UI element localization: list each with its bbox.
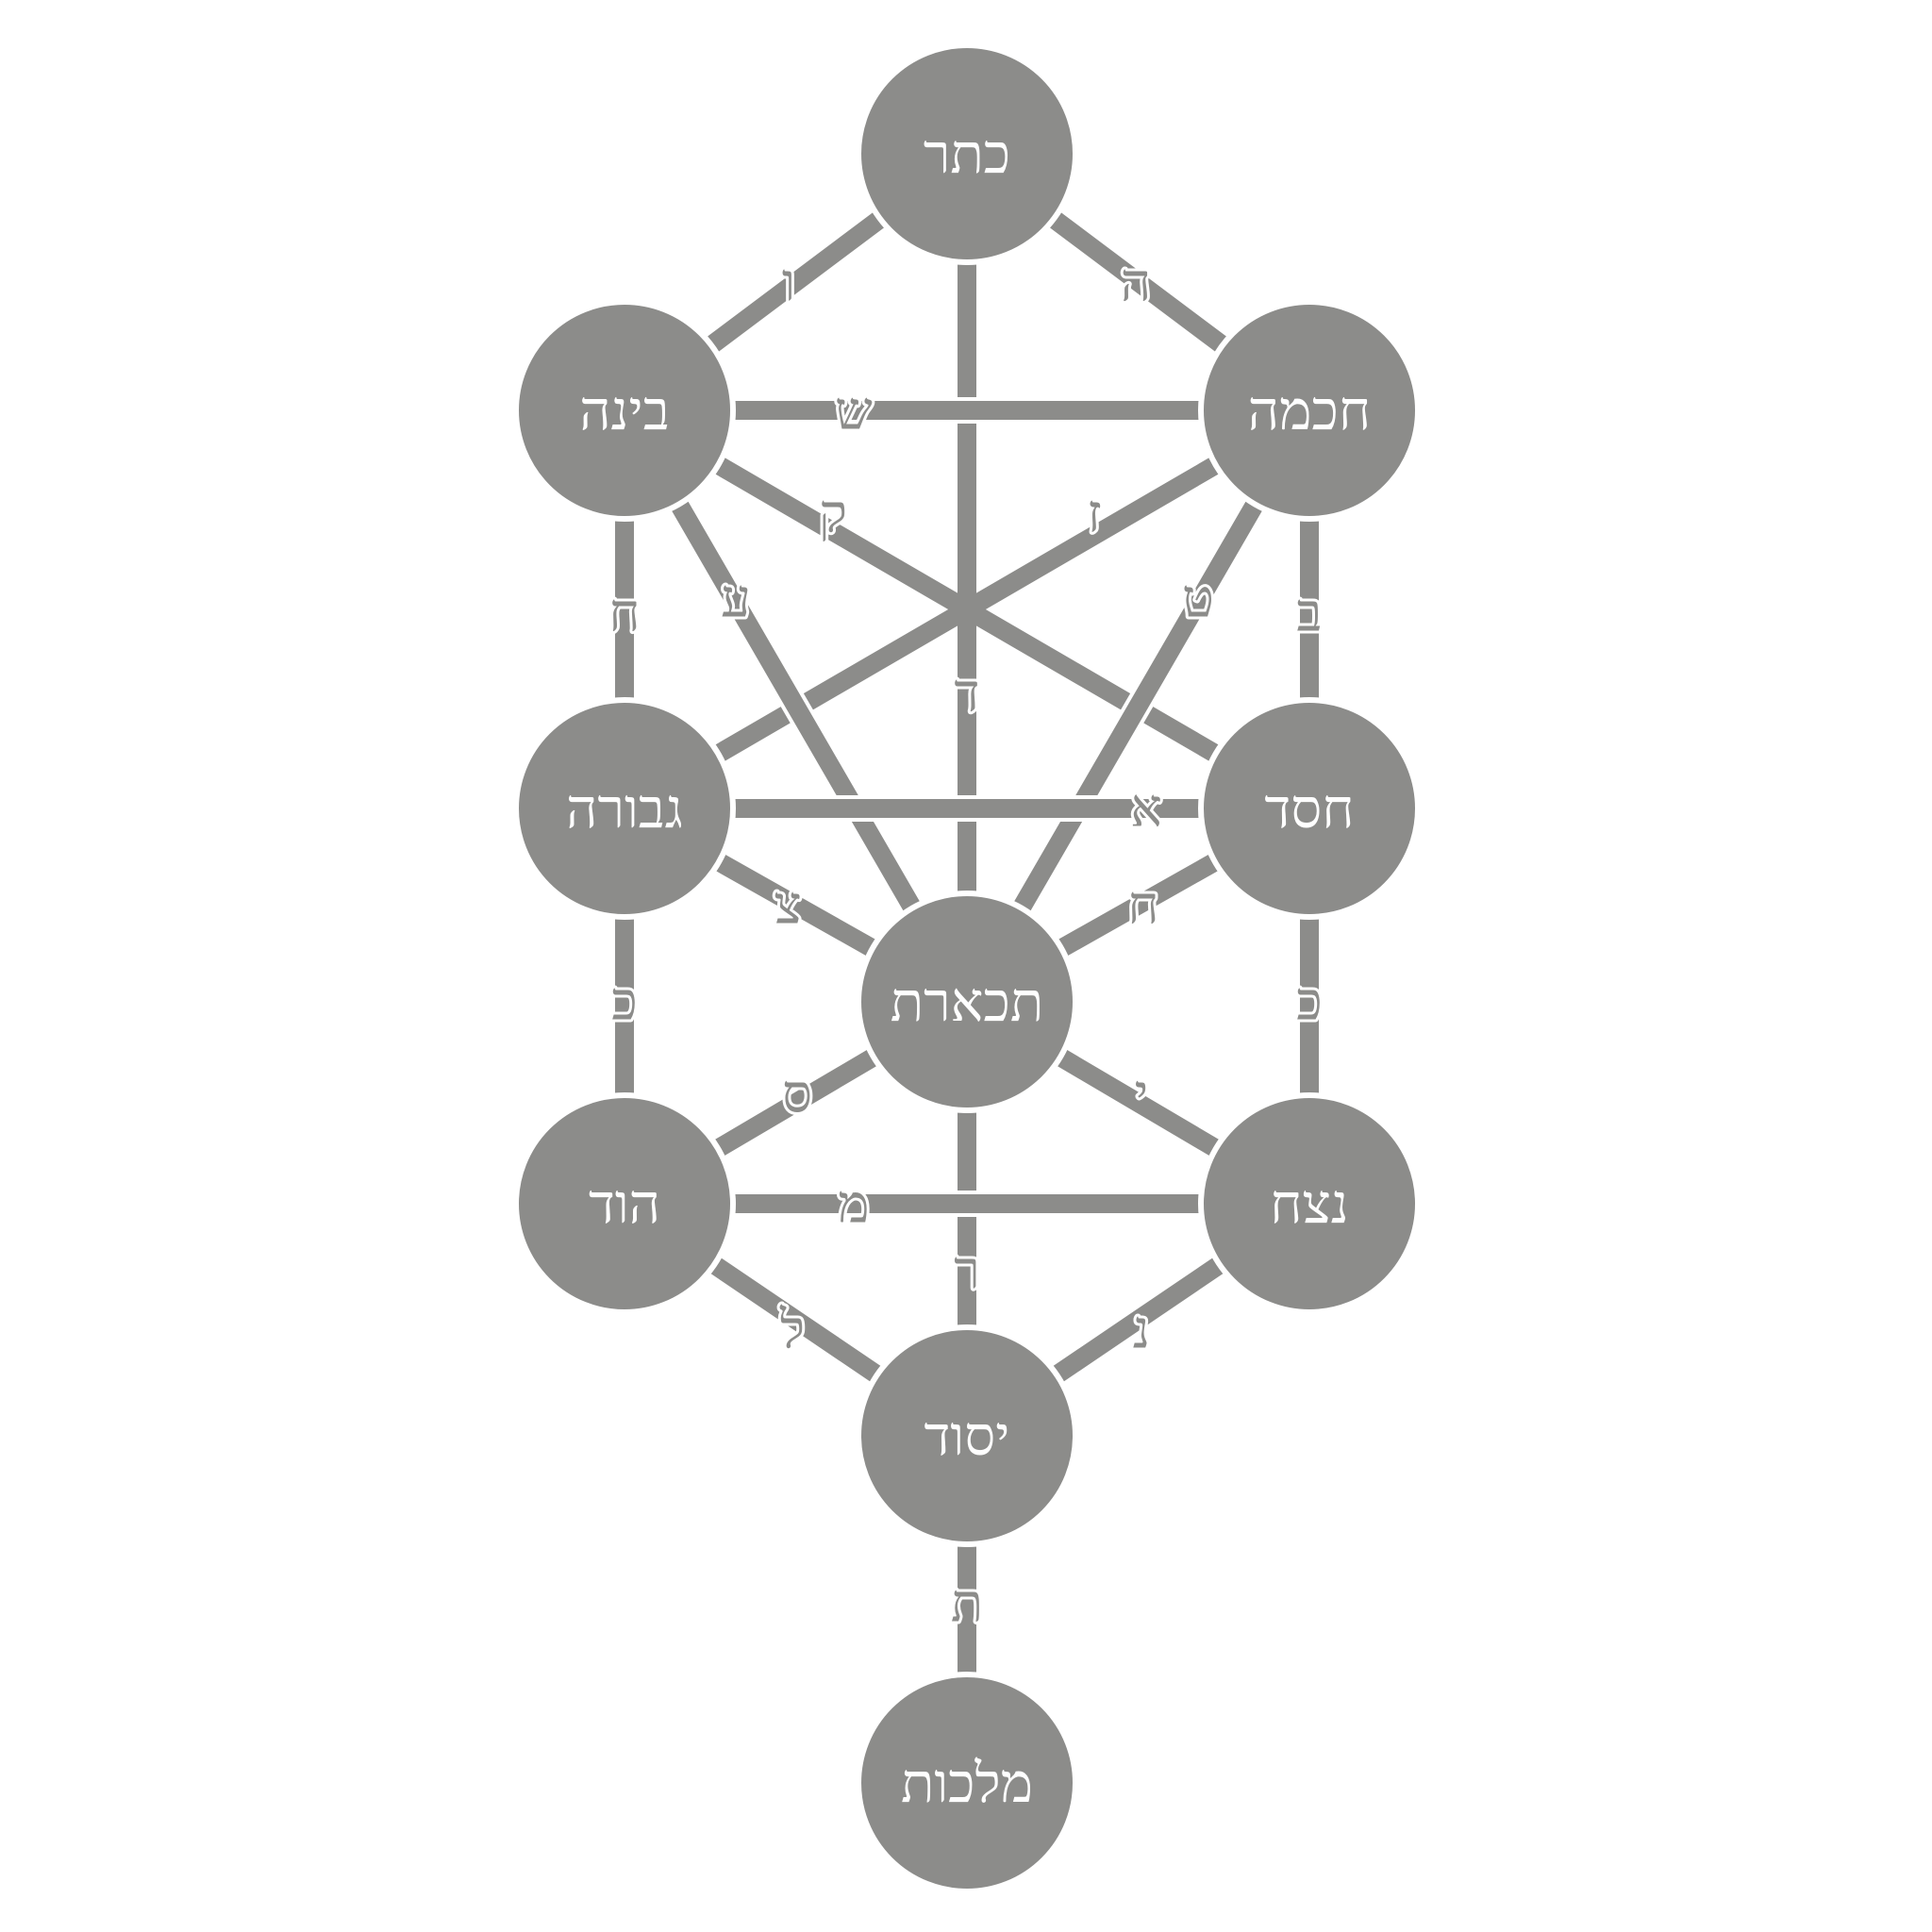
path-letter-chesed-tiferet: ח	[1127, 875, 1158, 937]
sephirah-malkuth: מלכות	[856, 1672, 1078, 1894]
sephirah-label: גבורה	[566, 776, 683, 841]
path-letter-gevurah-tiferet: צ	[774, 875, 801, 937]
path-binah-tiferet	[612, 403, 979, 1009]
path-letter-gevurah-chesed: א	[1130, 778, 1162, 840]
path-letter-netzach-yesod: נ	[1133, 1300, 1150, 1361]
path-letter-binah-gevurah: ח	[608, 583, 640, 644]
sephirah-circle	[856, 42, 1078, 265]
path-line	[958, 405, 1318, 1008]
path-letter-tiferet-netzach: י	[1135, 1064, 1149, 1125]
path-line	[619, 402, 1315, 817]
path-chokmah-gevurah	[619, 402, 1315, 817]
path-letter-tiferet-yesod: ר	[954, 1241, 980, 1302]
path-letter-gevurah-hod: כ	[611, 972, 637, 1033]
sephirah-chokmah: חכמה	[1198, 299, 1421, 522]
sephirah-label: חכמה	[1248, 378, 1371, 442]
sephirah-chesed: חסד	[1198, 697, 1421, 920]
sephirah-circle	[513, 299, 736, 522]
path-letter-hod-netzach: מ	[838, 1174, 869, 1236]
path-letter-yesod-malkuth: ת	[951, 1574, 983, 1635]
sephirah-label: חסד	[1264, 776, 1354, 841]
sephirah-label: נצח	[1270, 1172, 1349, 1236]
path-letter-keter-tiferet: ד	[955, 663, 980, 724]
path-letter-keter-chokmah: ה	[1121, 253, 1151, 314]
sephirah-label: מלכות	[901, 1751, 1033, 1815]
sephirah-circle	[856, 1324, 1078, 1547]
sephirah-circle	[856, 891, 1078, 1113]
sephirah-yesod: יסוד	[856, 1324, 1078, 1547]
sephirah-tiferet: תכארת	[856, 891, 1078, 1113]
sephirah-keter: כתר	[856, 42, 1078, 265]
sephirah-gevurah: גבורה	[513, 697, 736, 920]
path-letter-chokmah-chesed: ב	[1297, 583, 1323, 644]
sephirah-label: הוד	[589, 1172, 660, 1236]
sephirah-circle	[513, 697, 736, 920]
sephirah-label: בינה	[579, 378, 669, 442]
sephirah-netzach: נצח	[1198, 1092, 1421, 1315]
sephirah-hod: הוד	[513, 1092, 736, 1315]
sephirah-circle	[513, 1092, 736, 1315]
path-letter-keter-binah: ו	[782, 253, 795, 314]
path-letter-chesed-netzach: כ	[1296, 972, 1322, 1033]
sephirah-label: כתר	[924, 122, 1010, 186]
sephirah-label: יסוד	[924, 1404, 1010, 1468]
sephirah-circle	[1198, 1092, 1421, 1315]
path-letter-chokmah-tiferet: ט	[1182, 569, 1214, 630]
sephirah-circle	[1198, 697, 1421, 920]
sephirah-circle	[1198, 299, 1421, 522]
sephirah-binah: בינה	[513, 299, 736, 522]
path-letter-chokmah-gevurah: ז	[1087, 484, 1102, 545]
path-letters-group: ו ה ד ק ז ר ח ב ע ט צ ח כ כ ס י ל נ ת ש א מ	[606, 250, 1324, 1638]
path-letter-tiferet-hod: ס	[782, 1064, 812, 1125]
path-letter-binah-tiferet: ע	[721, 569, 751, 630]
path-chokmah-tiferet	[955, 403, 1322, 1009]
path-letter-binah-chokmah: ש	[835, 381, 873, 442]
path-line	[616, 405, 975, 1008]
sephirah-circle	[856, 1672, 1078, 1894]
path-letter-hod-yesod: ל	[779, 1300, 805, 1361]
path-letter-binah-chesed: ק	[819, 484, 847, 545]
sephirah-label: תכארת	[891, 970, 1043, 1034]
